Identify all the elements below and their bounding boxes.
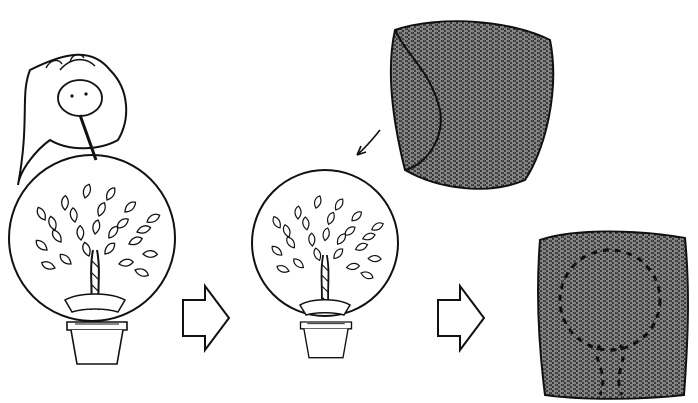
flower-pot-icon: [67, 322, 127, 364]
block-arrow-right-icon: [183, 286, 229, 350]
wrapped-bag-icon: [538, 232, 688, 399]
panel-2: [252, 21, 553, 357]
block-arrow-right-icon: [438, 286, 484, 350]
curved-arrow-icon: [357, 130, 380, 155]
fabric-bag-icon: [391, 21, 553, 188]
bubble-icon: [252, 170, 398, 316]
flower-pot-icon: [301, 322, 352, 358]
panel-3: [538, 232, 688, 399]
panel-1: [9, 55, 175, 364]
